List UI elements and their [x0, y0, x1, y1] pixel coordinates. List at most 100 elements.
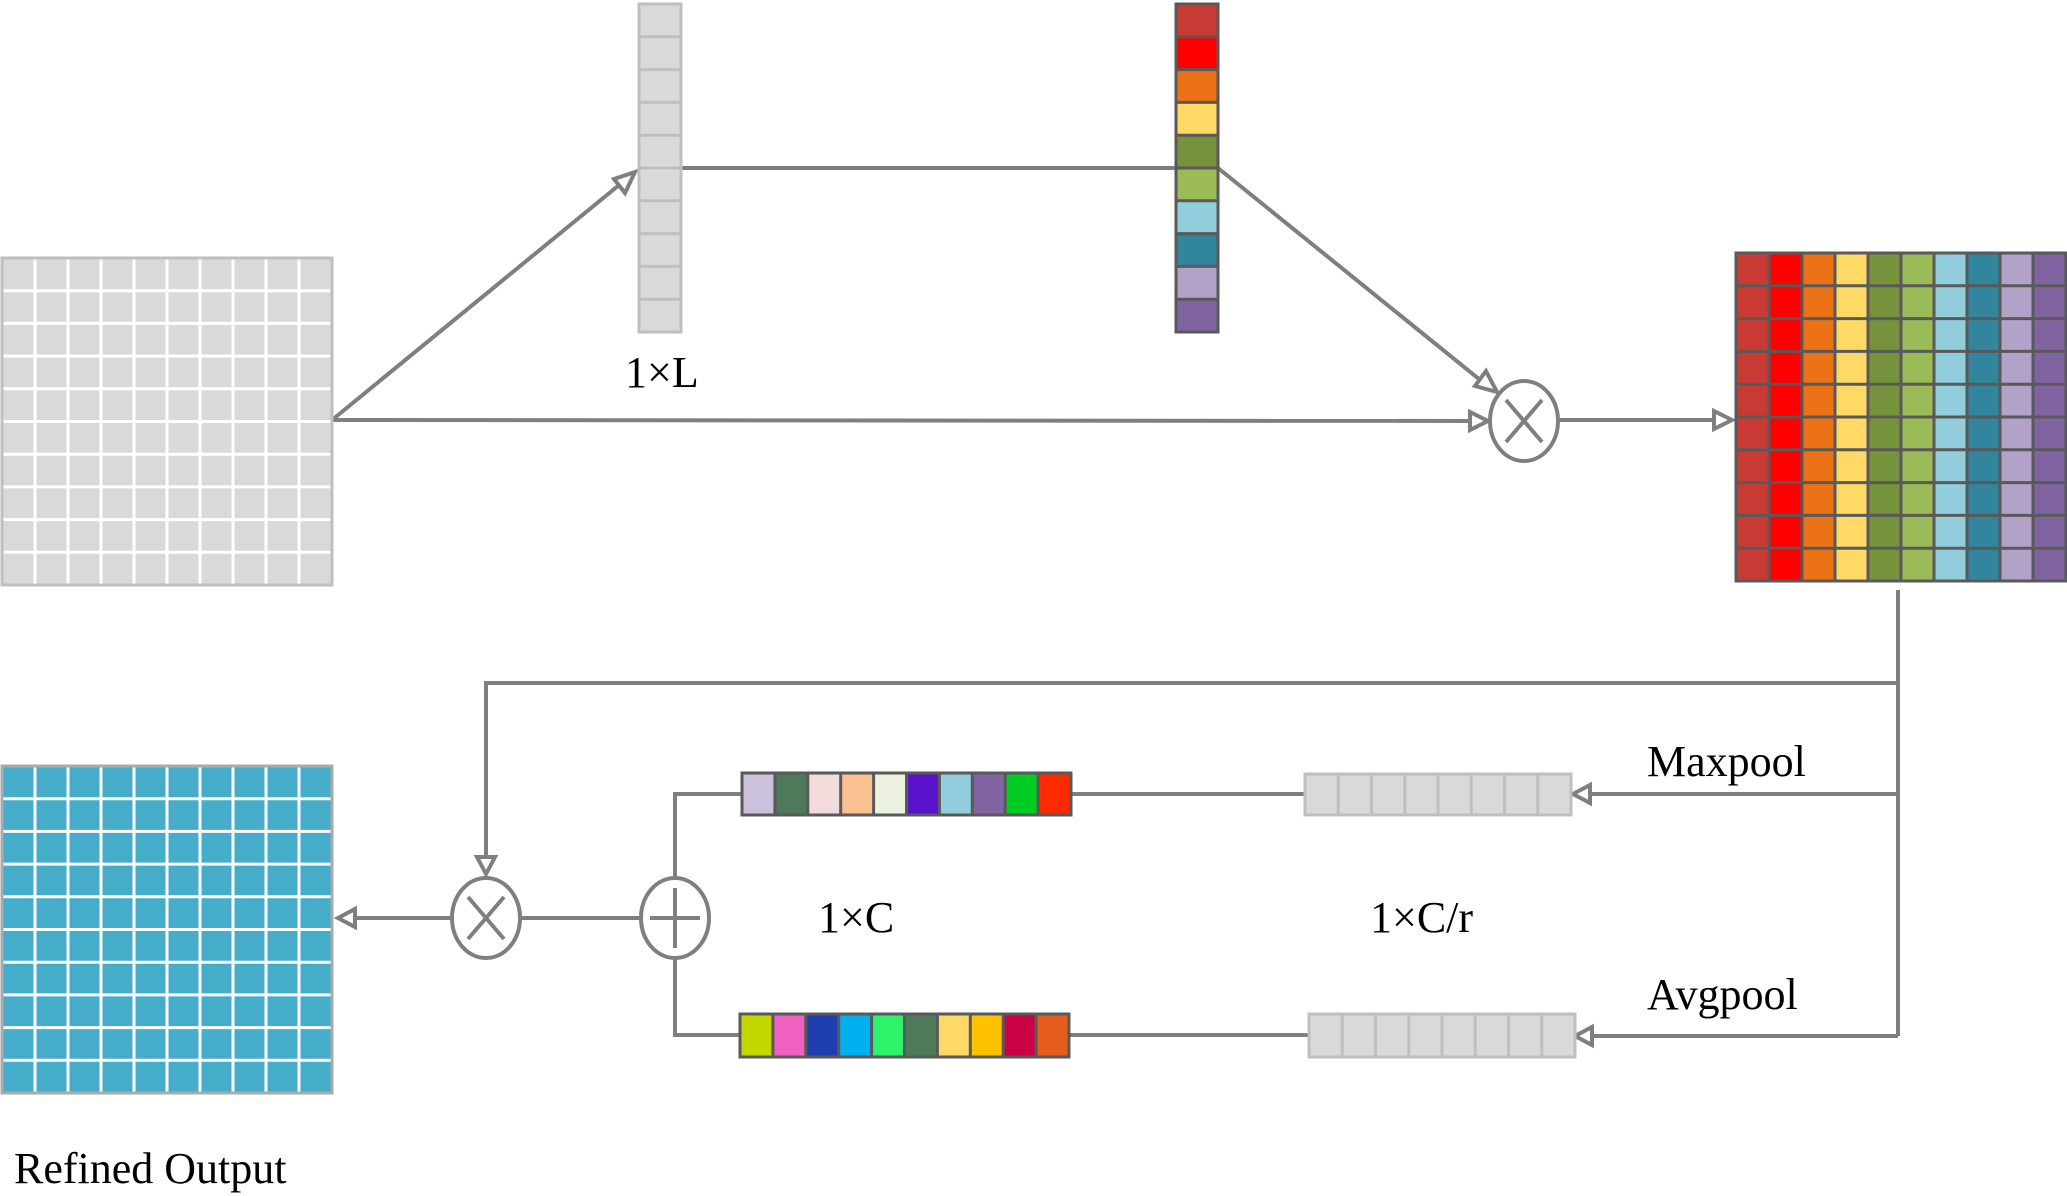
- wire-input-to-multiply: [331, 418, 1481, 423]
- reduced-avg-cell: [1541, 1014, 1575, 1057]
- spatial-weight-cell: [1176, 36, 1218, 70]
- channel-vector-avgpool: [738, 1012, 1071, 1059]
- reduced-avg-cell: [1309, 1014, 1343, 1057]
- reduced-avg-border: [1307, 1012, 1577, 1059]
- times-stroke-b: [1504, 398, 1544, 444]
- reduced-vector-maxpool: [1303, 772, 1573, 817]
- channel-max-cell: [840, 773, 874, 815]
- channel-max-cell: [873, 773, 907, 815]
- reduced-max-border: [1303, 772, 1573, 817]
- input-feature-map: [0, 256, 334, 587]
- reduced-max-cell: [1371, 774, 1405, 815]
- channel-avg-cell: [937, 1014, 971, 1057]
- spatial-vector-cell: [639, 168, 681, 201]
- channel-avg-cell: [1003, 1014, 1037, 1057]
- channel-avg-cell: [838, 1014, 872, 1057]
- label-reduced-vector: 1×C/r: [1370, 893, 1473, 942]
- wire-channel-max-to-add: [673, 792, 742, 882]
- channel-max-cell: [1005, 773, 1039, 815]
- spatial-weight-cell: [1176, 4, 1218, 37]
- wire-skip-connection: [484, 681, 1898, 857]
- spatial-vector-cell: [639, 233, 681, 267]
- arrowhead-to-reduced-avg: [1570, 1023, 1594, 1049]
- reduced-avg-cell: [1408, 1014, 1442, 1057]
- spatial-vector-cell: [639, 36, 681, 70]
- weighted-map-border: [1734, 251, 2067, 583]
- output-grid-border: [0, 764, 334, 1095]
- spatial-vector-cell: [639, 266, 681, 300]
- spatial-vector-cell: [639, 69, 681, 103]
- channel-avg-cell: [871, 1014, 905, 1057]
- spatial-weight-cell: [1176, 233, 1218, 267]
- spatial-weight-cell: [1176, 102, 1218, 136]
- channel-avg-border: [738, 1012, 1071, 1059]
- spatial-weight-cell: [1176, 266, 1218, 300]
- spatial-vector-cell: [639, 135, 681, 168]
- label-channel-vector: 1×C: [818, 893, 894, 942]
- label-avgpool: Avgpool: [1647, 970, 1798, 1019]
- arrowhead-weights-to-multiply: [1471, 367, 1501, 396]
- label-spatial-vector: 1×L: [625, 348, 699, 397]
- spatial-weight-vector: [1174, 2, 1220, 334]
- channel-avg-cell: [772, 1014, 806, 1057]
- reduced-max-cell: [1438, 774, 1472, 815]
- channel-max-border: [740, 771, 1073, 817]
- circled-times-icon: [450, 876, 522, 960]
- reduced-avg-cell: [1342, 1014, 1376, 1057]
- label-maxpool: Maxpool: [1647, 737, 1806, 786]
- arrowhead-to-output: [333, 905, 357, 931]
- spatial-weight-cell: [1176, 135, 1218, 168]
- channel-max-cell: [972, 773, 1006, 815]
- arrowhead-to-spatial: [610, 168, 639, 197]
- wire-input-to-spatial: [330, 170, 637, 422]
- input-grid-border: [0, 256, 334, 587]
- spatial-vector-cell: [639, 102, 681, 136]
- times-stroke-b: [466, 895, 506, 941]
- reduced-max-cell: [1305, 774, 1339, 815]
- channel-max-cell: [939, 773, 973, 815]
- arrowheads: [333, 168, 1737, 1049]
- channel-avg-cell: [1036, 1014, 1069, 1057]
- arrowhead-input-to-multiply: [1468, 408, 1493, 434]
- channel-max-cell: [742, 773, 775, 815]
- channel-avg-cell: [904, 1014, 938, 1057]
- channel-max-cell: [906, 773, 940, 815]
- channel-avg-cell: [805, 1014, 839, 1057]
- spatial-vector: [637, 2, 683, 334]
- reduced-avg-cell: [1442, 1014, 1476, 1057]
- spatial-weight-cell: [1176, 200, 1218, 234]
- refined-output-map: [0, 764, 334, 1095]
- arrowhead-to-reduced-max: [1568, 781, 1592, 807]
- circled-times-icon: [1488, 379, 1560, 463]
- channel-avg-cell: [970, 1014, 1004, 1057]
- spatial-weight-border: [1174, 2, 1220, 334]
- reduced-max-cell: [1471, 774, 1505, 815]
- reduced-max-cell: [1338, 774, 1372, 815]
- spatial-weight-cell: [1176, 168, 1218, 201]
- wire-channel-avg-to-add: [673, 955, 740, 1037]
- spatial-vector-cell: [639, 4, 681, 37]
- spatial-vector-border: [637, 2, 683, 334]
- spatial-weight-cell: [1176, 299, 1218, 332]
- weighted-feature-map: [1734, 251, 2067, 583]
- channel-max-cell: [1038, 773, 1071, 815]
- channel-vector-maxpool: [740, 771, 1073, 817]
- arrowhead-skip-to-multiply: [473, 855, 499, 879]
- reduced-avg-cell: [1475, 1014, 1509, 1057]
- reduced-max-cell: [1404, 774, 1438, 815]
- channel-max-cell: [774, 773, 808, 815]
- reduced-avg-cell: [1508, 1014, 1542, 1057]
- reduced-vector-avgpool: [1307, 1012, 1577, 1059]
- channel-avg-cell: [740, 1014, 773, 1057]
- spatial-vector-cell: [639, 200, 681, 234]
- channel-max-cell: [807, 773, 841, 815]
- spatial-weight-cell: [1176, 69, 1218, 103]
- reduced-max-cell: [1537, 774, 1571, 815]
- spatial-vector-cell: [639, 299, 681, 332]
- wires: [330, 166, 1900, 1038]
- arrowhead-to-featuremap: [1712, 407, 1737, 433]
- wire-weights-to-multiply: [1216, 166, 1497, 394]
- circled-plus-icon: [639, 876, 711, 960]
- label-refined-output: Refined Output: [14, 1144, 287, 1193]
